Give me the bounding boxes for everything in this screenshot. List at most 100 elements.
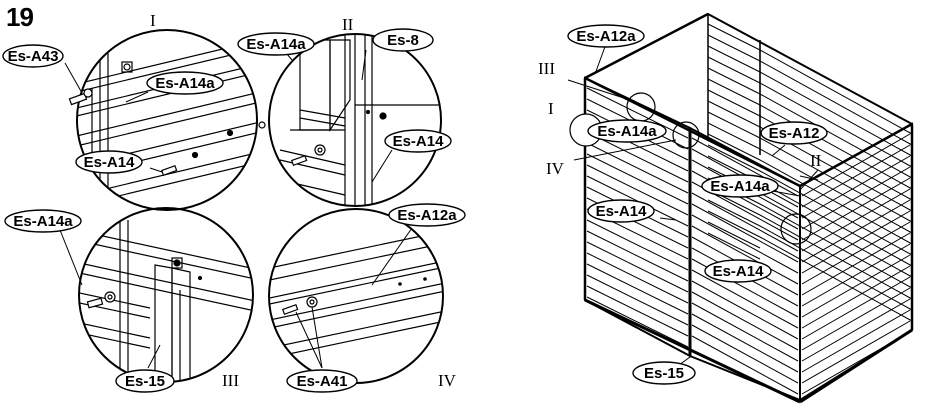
part-label-bubble: Es-15 [115, 369, 175, 393]
detail-circle-I [64, 29, 266, 211]
part-label: Es-A14a [597, 123, 657, 140]
wall-rib [586, 285, 689, 337]
detail-circle-IV [268, 208, 444, 384]
wall-rib [707, 199, 761, 227]
wall-rib [759, 181, 913, 267]
part-label: Es-A12a [397, 207, 457, 224]
part-label: Es-A14a [710, 178, 770, 195]
wall-rib [801, 177, 911, 241]
wall-rib [707, 133, 761, 161]
part-label: Es-A14 [596, 203, 648, 220]
callout-circle-IV [672, 121, 700, 149]
part-label-bubble: Es-A12 [760, 121, 828, 145]
wall-rib [707, 210, 761, 238]
step-number: 19 [6, 2, 34, 32]
wall-rib [691, 291, 799, 351]
wall-rib [586, 164, 689, 216]
part-label-bubble: Es-15 [632, 361, 696, 385]
wall-rib [801, 232, 911, 296]
detail-id-label: II [342, 15, 354, 34]
wall-rib [759, 236, 913, 322]
detail-id-label: I [150, 11, 156, 30]
part-label-ellipse [704, 259, 772, 283]
wall-rib [586, 241, 689, 293]
wall-rib [801, 188, 911, 252]
part-label-bubble: Es-A14a [701, 174, 779, 198]
wall-rib [691, 192, 799, 252]
wall-rib [759, 104, 913, 190]
wall-rib [801, 265, 911, 329]
wall-rib [586, 87, 689, 139]
wall-rib [586, 296, 689, 348]
part-label-bubble: Es-8 [372, 28, 434, 52]
part-label-bubble: Es-A14 [384, 129, 452, 153]
part-label-bubble: Es-A12a [388, 203, 466, 227]
part-label-ellipse [701, 174, 779, 198]
wall-rib [759, 82, 913, 168]
wall-rib [707, 100, 761, 128]
part-label: Es-A12a [576, 28, 636, 45]
detail-circle-II [268, 33, 442, 207]
part-label-ellipse [75, 150, 143, 174]
wall-rib [691, 302, 799, 362]
detail-id-label: I [548, 99, 554, 118]
part-label: Es-A14a [155, 75, 215, 92]
part-label: Es-8 [387, 32, 419, 49]
part-label-ellipse [388, 203, 466, 227]
part-label-ellipse [2, 44, 64, 68]
wall-rib [691, 269, 799, 329]
wall-rib [707, 67, 761, 95]
wall-rib [801, 155, 911, 219]
part-label-ellipse [587, 119, 667, 143]
wall-rib [801, 243, 911, 307]
part-label-ellipse [384, 129, 452, 153]
detail-id-label: III [222, 371, 239, 390]
detail-id-label: II [810, 151, 822, 170]
part-label: Es-A14 [84, 154, 136, 171]
part-label-ellipse [760, 121, 828, 145]
wall-rib [691, 335, 799, 395]
part-label: Es-A14a [246, 36, 306, 53]
wall-rib [759, 60, 913, 146]
part-label-ellipse [146, 71, 224, 95]
part-label: Es-A43 [8, 48, 59, 65]
wall-rib [759, 148, 913, 234]
wall-rib [707, 45, 761, 73]
wall-rib [691, 203, 799, 263]
wall-rib [707, 221, 761, 249]
detail-id-label: IV [546, 159, 565, 178]
wall-rib [691, 280, 799, 340]
part-label-ellipse [286, 369, 358, 393]
part-label-bubble: Es-A12a [567, 24, 645, 48]
wall-rib [707, 34, 761, 62]
wall-rib [801, 144, 911, 208]
wall-rib [759, 93, 913, 179]
wall-rib [759, 137, 913, 223]
part-label-ellipse [4, 209, 82, 233]
wall-rib [586, 230, 689, 282]
part-label-ellipse [237, 32, 315, 56]
wall-rib [691, 214, 799, 274]
wall-rib [707, 23, 761, 51]
wall-rib [801, 276, 911, 340]
wall-rib [759, 170, 913, 256]
part-label: Es-15 [644, 365, 684, 382]
wall-rib [586, 153, 689, 205]
wall-rib [759, 71, 913, 157]
wall-rib [801, 166, 911, 230]
wall-rib [691, 137, 799, 197]
wall-rib [801, 133, 911, 197]
part-label-bubble: Es-A43 [2, 44, 64, 68]
wall-rib [586, 252, 689, 304]
wall-rib [691, 313, 799, 373]
wall-rib [801, 298, 911, 362]
wall-rib [759, 192, 913, 278]
wall-rib [691, 324, 799, 384]
part-label-bubble: Es-A14a [4, 209, 82, 233]
wall-rib [801, 199, 911, 263]
wall-rib [586, 142, 689, 194]
wall-rib [801, 320, 911, 384]
wall-rib [707, 78, 761, 106]
